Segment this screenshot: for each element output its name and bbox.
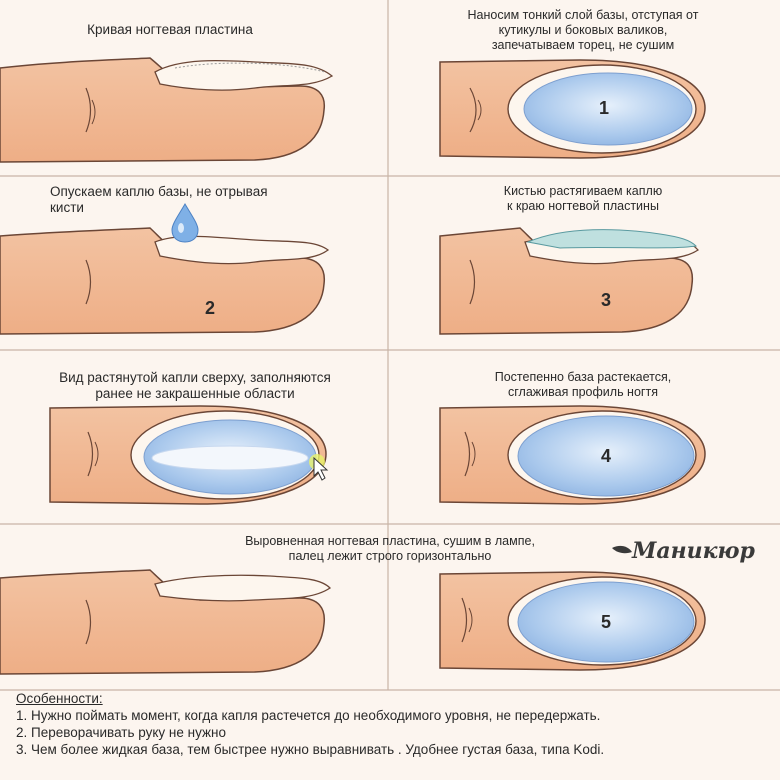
- caption-line: ранее не закрашенные области: [95, 386, 295, 401]
- step-number-1: 1: [599, 98, 609, 118]
- caption-panel-4: Кистью растягиваем каплю к краю ногтевой…: [408, 184, 758, 214]
- panel-5-top-view-drop: [49, 405, 329, 505]
- caption-line: Выровненная ногтевая пластина, сушим в л…: [245, 534, 535, 548]
- caption-line: Вид растянутой капли сверху, заполняются: [59, 370, 331, 385]
- notes-item: 2. Переворачивать руку не нужно: [16, 725, 226, 740]
- caption-line: к краю ногтевой пластины: [507, 199, 659, 213]
- caption-line: запечатываем торец, не сушим: [491, 38, 675, 52]
- notes-heading: Особенности:: [16, 691, 103, 706]
- curved-nail-plate: [154, 59, 334, 91]
- panel-8-top-view-step-5: [439, 571, 706, 671]
- cursor-icon: [313, 456, 329, 481]
- base-coat: [517, 415, 695, 497]
- caption-panel-7: Выровненная ногтевая пластина, сушим в л…: [190, 534, 590, 564]
- caption-panel-1: Кривая ногтевая пластина: [20, 22, 320, 38]
- caption-line: Наносим тонкий слой базы, отступая от: [467, 8, 699, 22]
- leveled-nail-plate: [154, 574, 332, 602]
- panel-1-curved-nail-side: [0, 57, 334, 163]
- caption-panel-5: Вид растянутой капли сверху, заполняются…: [10, 370, 380, 402]
- base-layer: [526, 229, 698, 249]
- brand-logo: Маникюр: [612, 538, 756, 564]
- caption-line: Кистью растягиваем каплю: [503, 184, 663, 198]
- step-number-3: 3: [601, 290, 611, 310]
- notes-item: 1. Нужно поймать момент, когда капля рас…: [16, 708, 601, 723]
- panel-2-top-view-step-1: [439, 59, 706, 159]
- caption-line: кутикулы и боковых валиков,: [498, 23, 668, 37]
- brush-icon: [612, 545, 632, 554]
- caption-line: Опускаем каплю базы, не отрывая: [50, 184, 268, 199]
- caption-panel-6: Постепенно база растекается, сглаживая п…: [408, 370, 758, 400]
- notes-item: 3. Чем более жидкая база, тем быстрее ну…: [16, 742, 605, 757]
- step-number-2: 2: [205, 298, 215, 318]
- step-number-4: 4: [601, 446, 611, 466]
- caption-line: сглаживая профиль ногтя: [508, 385, 658, 399]
- caption-line: кисти: [50, 200, 84, 215]
- base-coat: [517, 581, 695, 663]
- caption-line: палец лежит строго горизонтально: [288, 549, 492, 563]
- panel-6-top-view-step-4: [439, 405, 706, 505]
- step-number-5: 5: [601, 612, 611, 632]
- panel-dividers: [0, 0, 780, 691]
- drop-icon: [171, 203, 199, 243]
- logo-text: Маникюр: [631, 538, 756, 564]
- base-coat: [523, 72, 693, 146]
- caption-line: Кривая ногтевая пластина: [87, 22, 253, 37]
- stretched-drop: [151, 445, 309, 471]
- panel-4-stretch-step-3: [439, 227, 699, 335]
- notes-section: Особенности: 1. Нужно поймать момент, ко…: [16, 690, 776, 758]
- panel-3-base-drop: [0, 203, 330, 335]
- caption-panel-3: Опускаем каплю базы, не отрывая кисти: [22, 184, 342, 216]
- panel-7-leveled-nail: [0, 569, 332, 675]
- caption-line: Постепенно база растекается,: [494, 370, 672, 384]
- nail-plate: [154, 235, 330, 265]
- caption-panel-2: Наносим тонкий слой базы, отступая от ку…: [408, 8, 758, 53]
